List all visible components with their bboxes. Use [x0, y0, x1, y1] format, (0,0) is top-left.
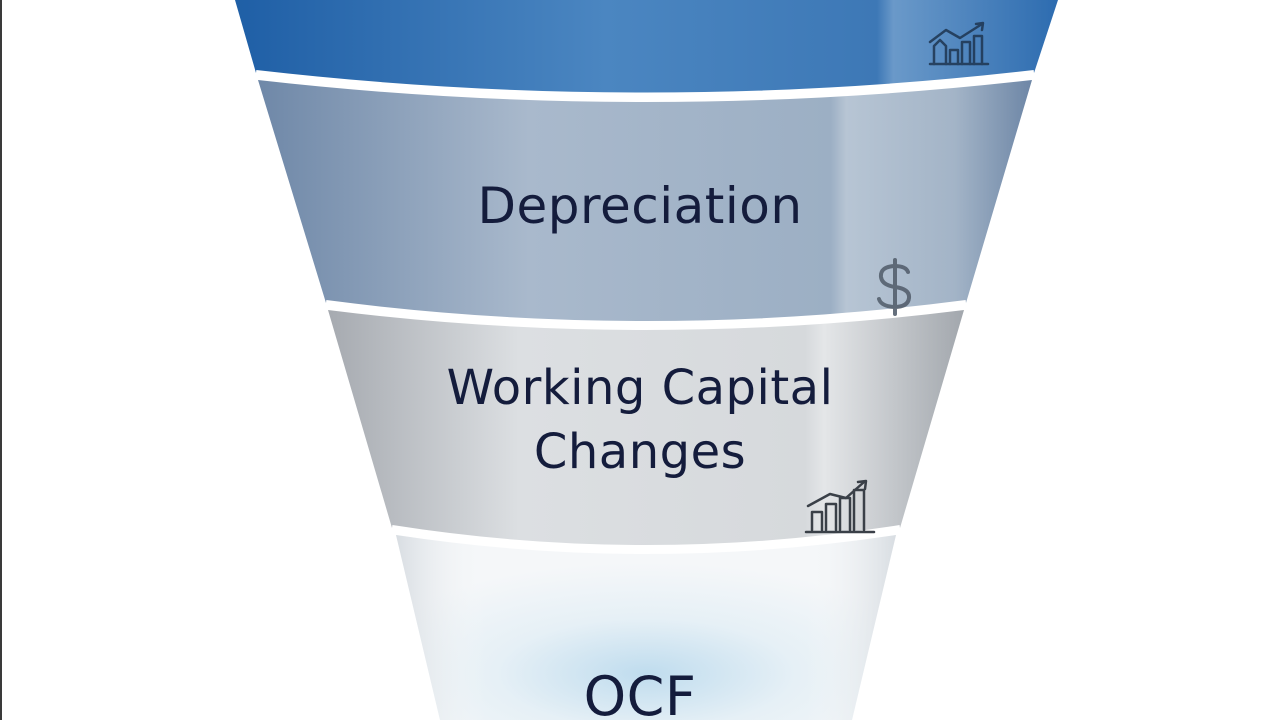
stage-label-working-capital: Working Capital Changes — [0, 356, 1280, 484]
funnel-stage-top — [235, 0, 1058, 96]
dollar-icon — [877, 258, 912, 316]
stage-label-working-capital-line1: Working Capital — [446, 360, 834, 416]
stage-label-depreciation: Depreciation — [477, 177, 803, 235]
growth-chart-icon — [928, 21, 990, 66]
funnel-stage-depreciation — [258, 80, 1032, 324]
stage-label-ocf: OCF — [583, 665, 697, 720]
funnel-stage-working-capital — [328, 310, 964, 548]
stage-label-working-capital-line2: Changes — [533, 424, 747, 480]
frame-edge — [0, 0, 2, 720]
bar-chart-icon — [804, 479, 876, 534]
